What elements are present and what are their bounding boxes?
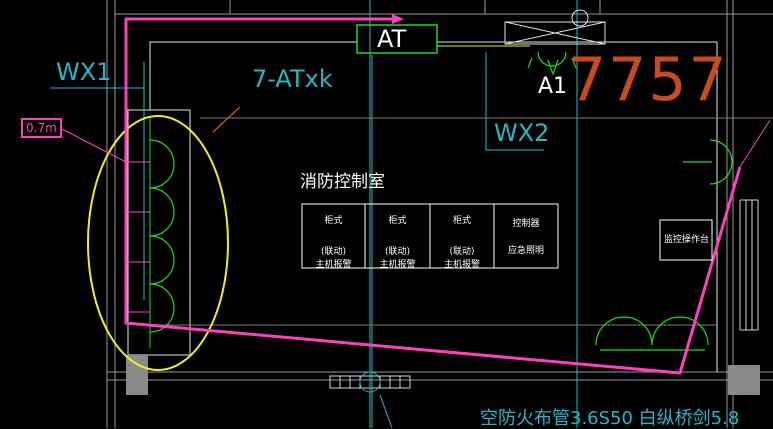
atxk-label: 7-ATxk — [252, 65, 333, 93]
highlight-ellipse — [87, 115, 229, 371]
cabinet-cell-4[interactable]: 控制器 应急照明 — [494, 204, 558, 268]
cabinet-type: 柜式 — [388, 216, 407, 226]
cabinet-type: 控制器 — [512, 219, 540, 229]
cabinet-type: 柜式 — [324, 216, 343, 226]
cabinet-line1: 应急照明 — [507, 246, 544, 256]
cabinet-line2: 主机报警 — [379, 260, 416, 270]
light-fixtures-left — [149, 139, 175, 333]
monitor-desk-label: 监控操作台 — [664, 235, 710, 245]
wall-lines — [106, 0, 773, 428]
cabinet-cell-3[interactable]: 柜式 (联动) 主机报警 — [430, 204, 494, 270]
route-arrow — [392, 14, 404, 24]
cabinet-cell-2[interactable]: 柜式 (联动) 主机报警 — [365, 204, 430, 270]
at-box-label: AT — [377, 25, 407, 53]
cabinet-table — [301, 203, 559, 269]
axis-bubble-bottom — [359, 371, 381, 393]
wx2-label: WX2 — [494, 119, 550, 147]
cabinet-line1: (联动) — [320, 247, 347, 257]
monitor-desk-box — [659, 219, 713, 261]
window-right — [739, 199, 759, 331]
cabinet-cell-1[interactable]: 柜式 (联动) 主机报警 — [302, 204, 365, 270]
at-box[interactable] — [356, 24, 438, 54]
height-tag[interactable]: 0.7m — [21, 118, 62, 138]
room-title: 消防控制室 — [300, 172, 385, 192]
cabinet-line2: 主机报警 — [315, 260, 352, 270]
axis-lines — [50, 0, 578, 428]
cabinet-line1: (联动) — [384, 247, 411, 257]
column-block-left — [126, 355, 148, 395]
ahu-unit — [504, 9, 606, 45]
bottom-note: 空防火布管3.6S50 白纵桥剑5.8 — [480, 408, 740, 429]
fan-symbol — [527, 51, 577, 76]
leader-tick — [212, 106, 241, 133]
cable-route — [124, 17, 742, 375]
a1-label: A1 — [538, 74, 568, 99]
wx1-label: WX1 — [56, 58, 112, 86]
cabinet-line2: 主机报警 — [443, 260, 480, 270]
guide-lines — [150, 117, 773, 326]
room-outline — [127, 41, 718, 372]
cable-stubs — [126, 161, 150, 313]
cabinet-type: 柜式 — [452, 216, 471, 226]
dimension-label: 7757 — [568, 45, 729, 115]
route-tail — [739, 119, 771, 168]
cabinet-line1: (联动) — [449, 247, 475, 257]
column-block-right — [728, 365, 760, 395]
tag-leader — [59, 127, 127, 163]
